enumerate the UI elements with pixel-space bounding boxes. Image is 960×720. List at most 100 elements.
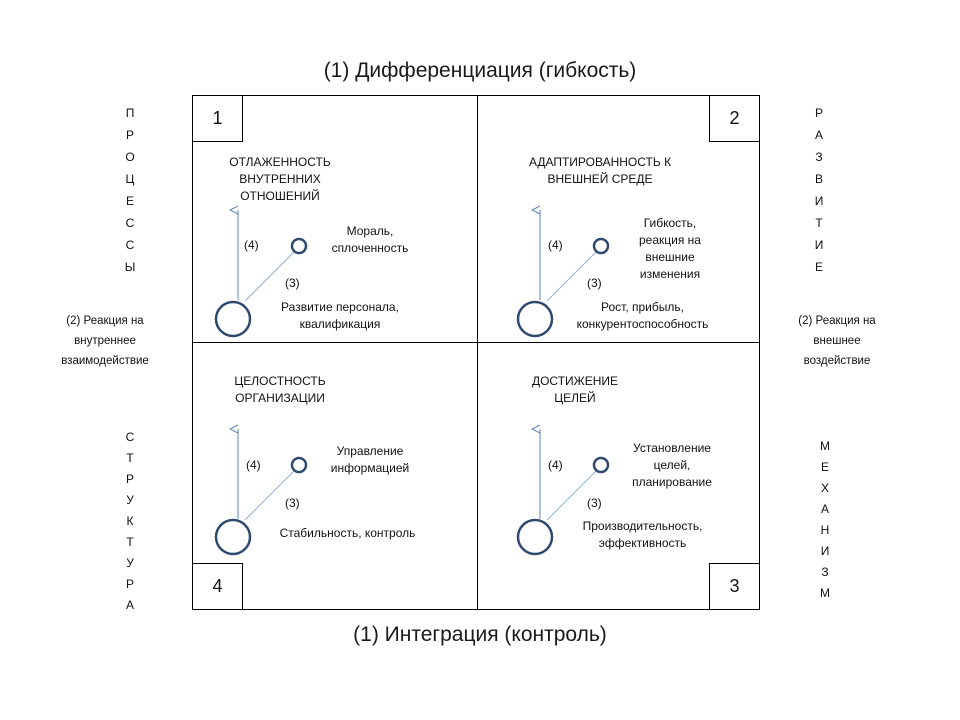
q1-arrow-label: (4) <box>244 238 259 252</box>
right-bottom-letter: Х <box>820 481 829 495</box>
q3-heading-line-1: ДОСТИЖЕНИЕ <box>531 374 619 388</box>
q4-small-label-line-1: Управление <box>336 444 404 458</box>
q1-connecting-line <box>244 249 297 302</box>
q1-heading-line-2: ВНУТРЕННИХ <box>239 172 321 186</box>
q3-connecting-line <box>546 468 599 521</box>
q1-heading-line-1: ОТЛАЖЕННОСТЬ <box>229 155 331 169</box>
left-bottom-letter: А <box>125 598 134 612</box>
q2-small-label-line-3: внешние <box>645 250 695 264</box>
right-reaction-line-3: воздействие <box>803 355 871 367</box>
right-bottom-letter: М <box>820 439 830 453</box>
q4-heading: ЦЕЛОСТНОСТЬ ОРГАНИЗАЦИИ <box>220 373 340 407</box>
q3-big-label: Производительность, эффективность <box>565 518 720 552</box>
q3-big-label-line-2: эффективность <box>598 536 687 550</box>
q1-big-circle <box>214 300 252 338</box>
q4-big-label-line-1: Стабильность, контроль <box>279 526 416 540</box>
bottom-axis-title: (1) Интеграция (контроль) <box>353 623 607 646</box>
q2-heading-line-2: ВНЕШНЕЙ СРЕДЕ <box>547 172 653 186</box>
left-top-letter: П <box>125 106 135 120</box>
right-top-letter: Т <box>815 216 823 230</box>
q3-heading-line-2: ЦЕЛЕЙ <box>554 391 596 405</box>
q1-small-circle <box>290 237 308 255</box>
left-bottom-letter: Т <box>126 535 134 549</box>
q2-heading: АДАПТИРОВАННОСТЬ К ВНЕШНЕЙ СРЕДЕ <box>520 154 680 188</box>
q4-arrow-label: (4) <box>246 458 261 472</box>
quadrant-grid: 1 2 4 3 <box>192 95 760 610</box>
corner-number-1: 1 <box>193 96 243 142</box>
left-bottom-letter: У <box>126 493 134 507</box>
left-top-letter: С <box>125 238 135 252</box>
right-top-letter: И <box>814 238 824 252</box>
q2-connecting-line <box>546 249 599 302</box>
q1-line-label: (3) <box>285 276 300 290</box>
q3-big-label-line-1: Производительность, <box>582 519 703 533</box>
q3-small-label: Установление целей, планирование <box>617 440 727 491</box>
q3-arrow-label: (4) <box>548 458 563 472</box>
left-bottom-letter: С <box>125 430 135 444</box>
q3-small-label-line-1: Установление <box>633 441 711 455</box>
q3-small-circle <box>592 456 610 474</box>
left-top-letter: С <box>125 216 135 230</box>
left-top-letter: О <box>125 150 135 164</box>
q4-line-label: (3) <box>285 496 300 510</box>
right-bottom-letter: А <box>820 502 829 516</box>
q4-heading-line-2: ОРГАНИЗАЦИИ <box>235 391 325 405</box>
q2-arrow-label: (4) <box>548 238 563 252</box>
q2-big-label-line-2: конкурентоспособность <box>576 317 709 331</box>
q3-small-label-line-2: целей, <box>653 458 691 472</box>
q2-small-circle <box>592 237 610 255</box>
q2-small-label: Гибкость, реакция на внешние изменения <box>620 215 720 283</box>
q1-small-label-line-1: Мораль, <box>346 224 394 238</box>
q2-small-label-line-1: Гибкость, <box>643 216 697 230</box>
q4-small-label-line-2: информацией <box>330 461 410 475</box>
right-top-letter: З <box>815 150 823 164</box>
q1-big-label-line-1: Развитие персонала, <box>281 300 399 314</box>
q2-heading-line-1: АДАПТИРОВАННОСТЬ К <box>528 155 672 169</box>
right-top-letter: Е <box>814 260 823 274</box>
right-top-letter: В <box>814 172 823 186</box>
corner-number-3: 3 <box>709 563 759 609</box>
left-bottom-letter: Т <box>126 451 134 465</box>
q4-big-circle <box>214 518 252 556</box>
q3-line-label: (3) <box>587 496 602 510</box>
q2-small-label-line-2: реакция на <box>639 233 701 247</box>
right-top-letter: А <box>814 128 823 142</box>
right-bottom-letter: Н <box>820 523 830 537</box>
left-bottom-letter: Р <box>125 472 134 486</box>
q3-heading: ДОСТИЖЕНИЕ ЦЕЛЕЙ <box>520 373 630 407</box>
right-reaction-label: (2) Реакция на внешнее воздействие <box>762 311 912 371</box>
left-reaction-line-1: (2) Реакция на <box>66 315 144 327</box>
left-bottom-letter: Р <box>125 577 134 591</box>
right-bottom-letter: И <box>820 544 830 558</box>
q1-big-label-line-2: квалификация <box>299 317 381 331</box>
left-top-letter: Ы <box>124 260 136 274</box>
q1-big-label: Развитие персонала, квалификация <box>265 299 415 333</box>
left-top-letter: Е <box>125 194 134 208</box>
q3-big-circle <box>516 518 554 556</box>
right-reaction-line-1: (2) Реакция на <box>798 315 876 327</box>
q4-big-label: Стабильность, контроль <box>265 525 430 542</box>
q3-small-label-line-3: планирование <box>632 475 712 489</box>
left-reaction-line-3: взаимодействие <box>61 355 149 367</box>
q2-line-label: (3) <box>587 276 602 290</box>
q2-big-label-line-1: Рост, прибыль, <box>601 300 684 314</box>
q1-small-label: Мораль, сплоченность <box>310 223 430 257</box>
q4-connecting-line <box>244 468 297 521</box>
grid-horizontal-divider <box>193 342 759 343</box>
right-bottom-letter: М <box>820 586 830 600</box>
q1-small-label-line-2: сплоченность <box>331 241 409 255</box>
q1-heading: ОТЛАЖЕННОСТЬ ВНУТРЕННИХ ОТНОШЕНИЙ <box>210 154 350 205</box>
top-axis-title: (1) Дифференциация (гибкость) <box>323 59 637 82</box>
left-bottom-letter: К <box>126 514 134 528</box>
left-top-letter: Ц <box>125 172 135 186</box>
q2-big-circle <box>516 300 554 338</box>
q1-heading-line-3: ОТНОШЕНИЙ <box>240 189 320 203</box>
left-reaction-label: (2) Реакция на внутреннее взаимодействие <box>30 311 180 371</box>
corner-number-4: 4 <box>193 563 243 609</box>
right-bottom-letter: Е <box>820 460 829 474</box>
right-top-letter: И <box>814 194 824 208</box>
